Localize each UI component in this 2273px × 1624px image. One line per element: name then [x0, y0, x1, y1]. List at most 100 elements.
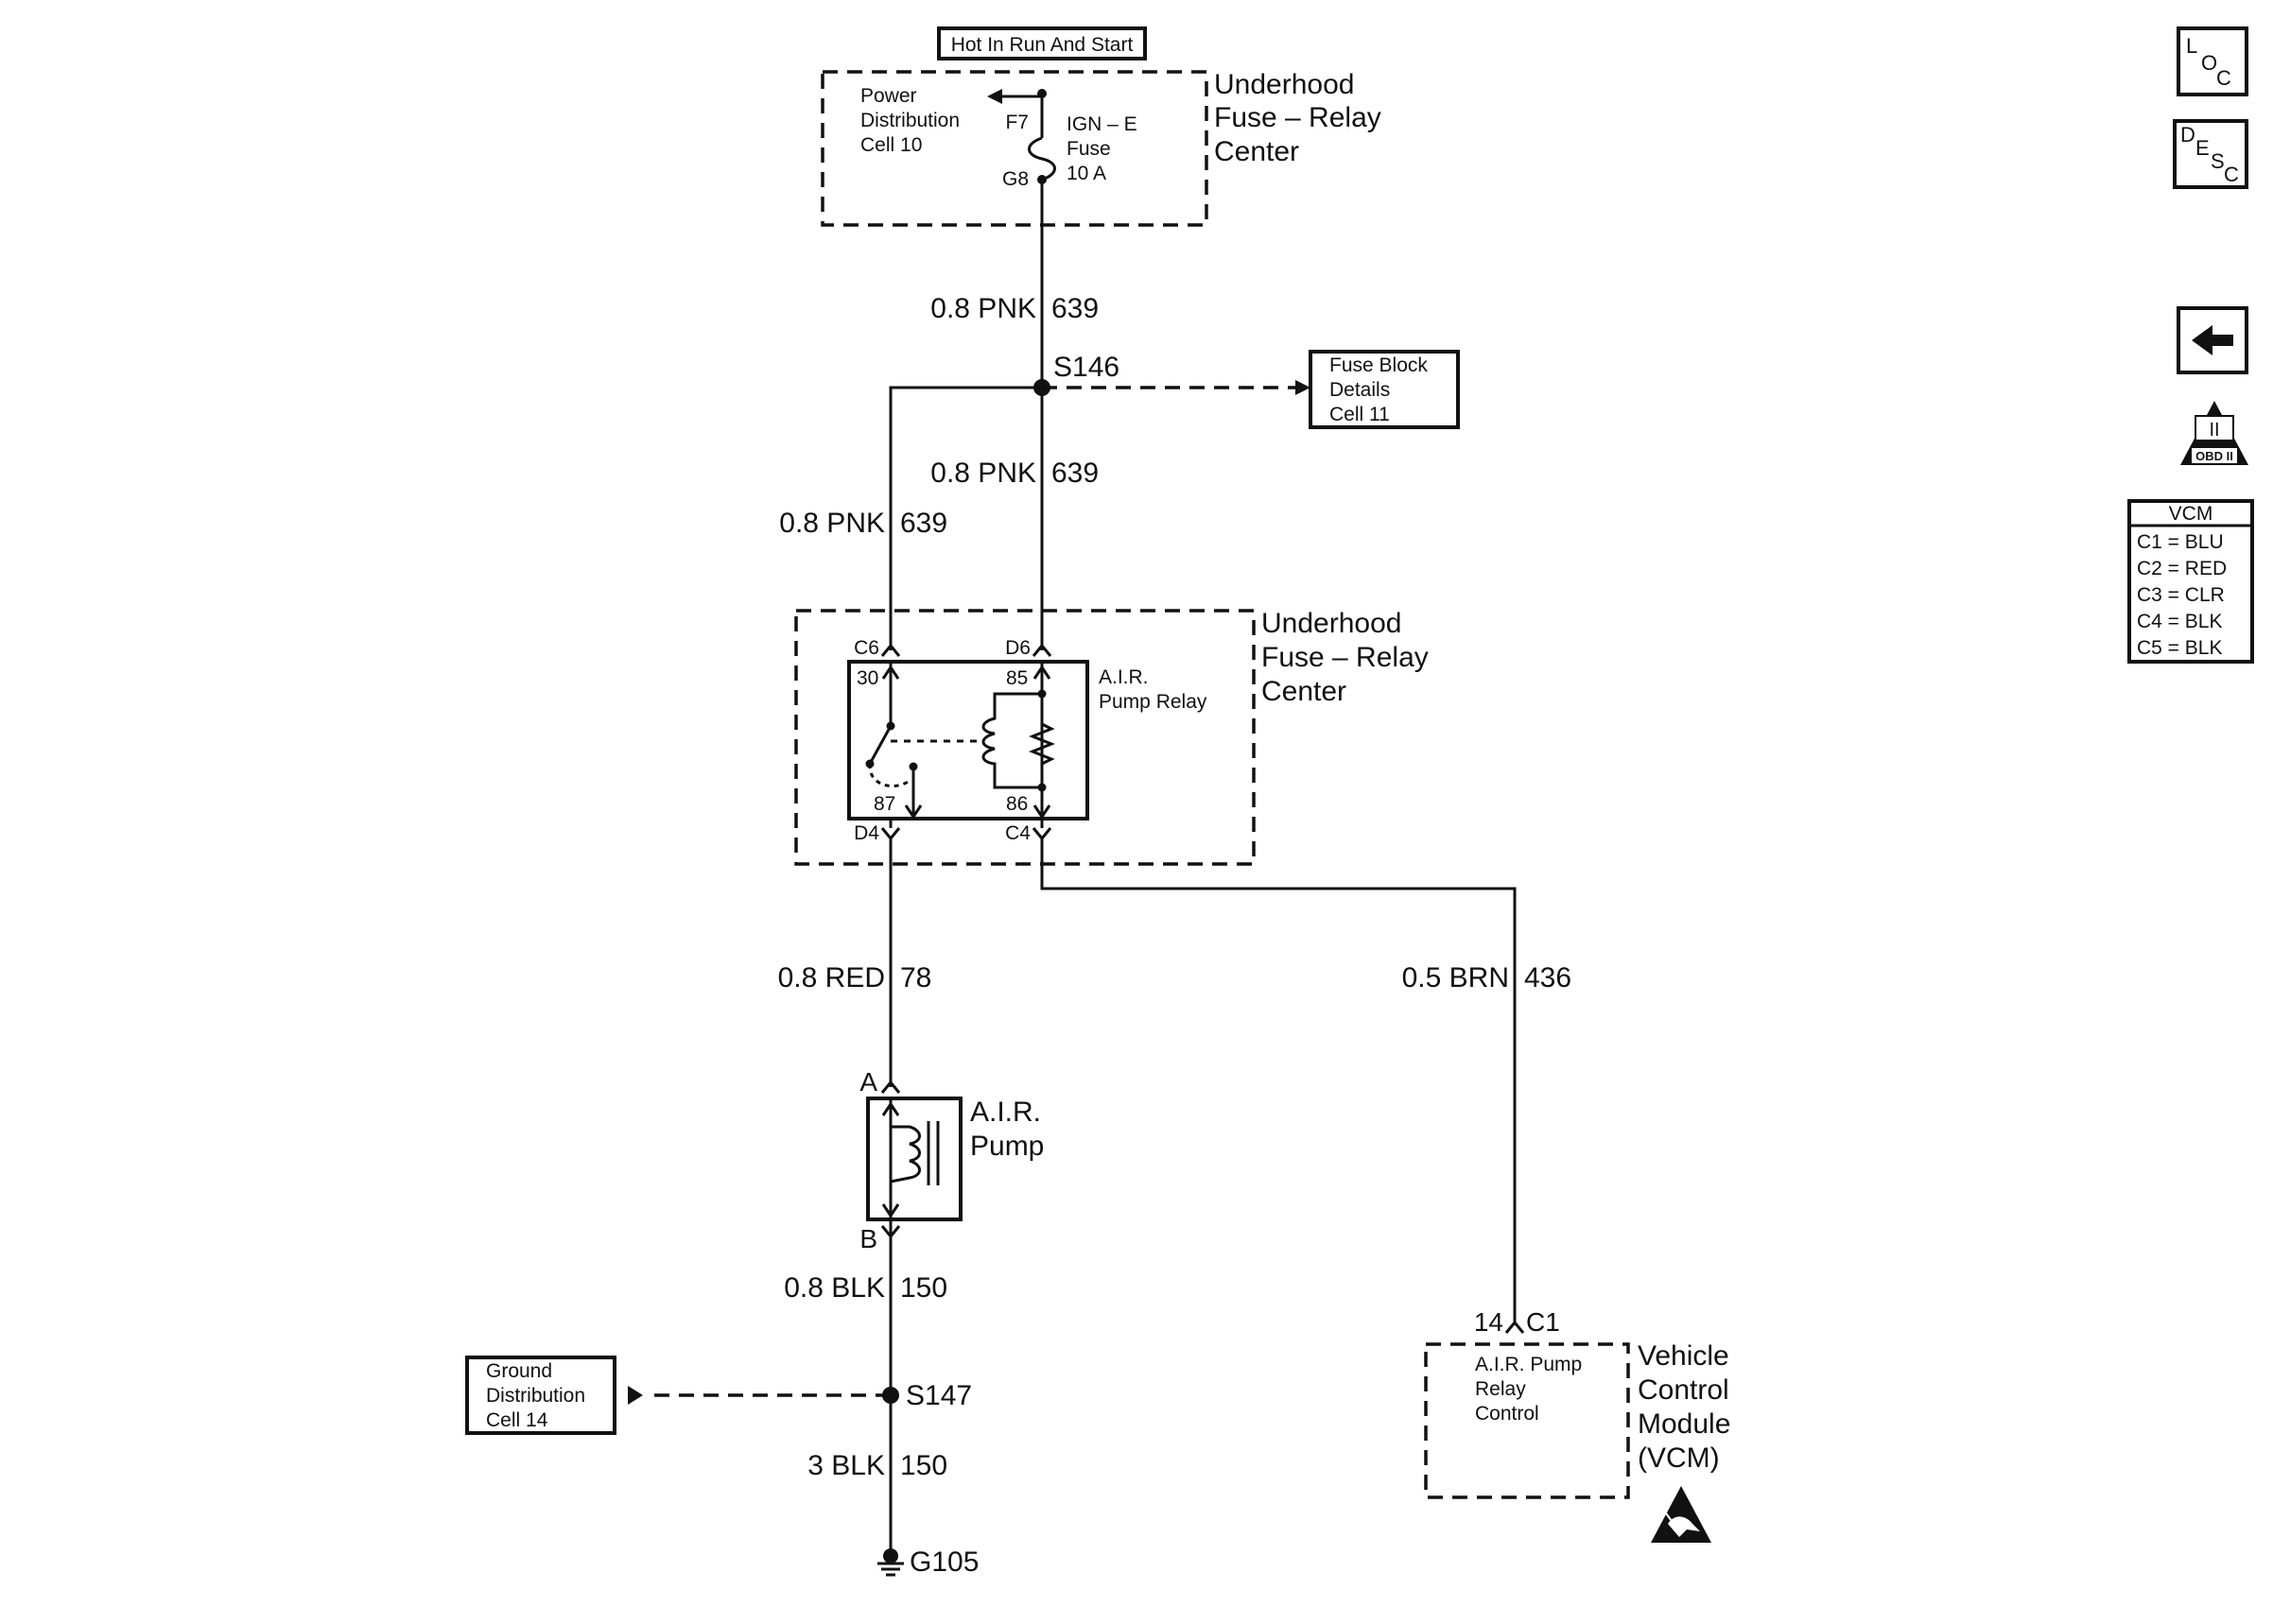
vcm-table-row: C1 = BLU — [2137, 531, 2224, 553]
wire-150-bottom-circuit: 150 — [900, 1450, 947, 1481]
wire-639-left-gauge: 0.8 PNK — [779, 508, 885, 539]
connector-c6-label: C6 — [854, 637, 879, 659]
vcm-connector-c1: C1 — [1526, 1307, 1560, 1337]
vcm-module: 14 C1 A.I.R. Pump Relay Control Vehicle … — [1424, 1307, 1739, 1543]
fuse-element — [1028, 136, 1056, 181]
top-module-boundary — [821, 70, 1208, 227]
svg-text:E: E — [2195, 136, 2210, 160]
hot-in-run-start-label: Hot In Run And Start — [951, 34, 1134, 56]
vcm-c1-chevron — [1504, 1320, 1525, 1334]
pump-pin-a-chevron — [880, 1080, 901, 1094]
air-pump-relay-box — [847, 660, 1089, 821]
relay-fuse-relay-center: Underhood Fuse – Relay Center C6 D6 A.I.… — [794, 608, 1436, 866]
top-fuse-relay-center: Underhood Fuse – Relay Center Power Dist… — [821, 69, 1389, 227]
pin-86: 86 — [1006, 793, 1028, 815]
description-button[interactable]: D E S C — [2173, 119, 2248, 189]
obd-ii-button[interactable]: II OBD II — [2180, 401, 2248, 465]
vcm-table-row: C5 = BLK — [2137, 637, 2222, 659]
location-button[interactable]: L O C — [2177, 26, 2248, 96]
relay-switch-travel — [868, 763, 911, 788]
pin-85: 85 — [1006, 667, 1028, 689]
relay-module-boundary — [794, 609, 1256, 866]
vcm-boundary — [1424, 1342, 1630, 1499]
relay-pin86-arrow — [1032, 804, 1051, 820]
ign-e-fuse-label: IGN – E Fuse 10 A — [1067, 113, 1143, 184]
pin-f7: F7 — [1005, 112, 1029, 133]
wire-436-gauge: 0.5 BRN — [1402, 962, 1509, 993]
vcm-table-title: VCM — [2169, 503, 2213, 525]
relay-pin30-arrow — [881, 665, 900, 680]
fuse-node-bottom — [1037, 175, 1047, 184]
wire-639-mid-circuit: 639 — [1051, 458, 1099, 489]
wire-150-top-gauge: 0.8 BLK — [784, 1272, 885, 1304]
back-button[interactable] — [2177, 306, 2248, 374]
power-distribution-ref[interactable]: Power Distribution Cell 10 — [860, 85, 965, 156]
wire-436 — [1040, 838, 1517, 1325]
svg-text:S: S — [2211, 149, 2225, 173]
pump-pin-a: A — [859, 1067, 877, 1097]
wire-639-left-circuit: 639 — [900, 508, 947, 539]
pin-87: 87 — [874, 793, 895, 815]
air-pump: A A.I.R. Pump B — [859, 1067, 1049, 1253]
wire-436-circuit: 436 — [1524, 962, 1571, 993]
fuse-node-top — [1037, 89, 1047, 98]
wire-639-top-gauge: 0.8 PNK — [930, 293, 1036, 324]
splice-s147-label: S147 — [906, 1380, 972, 1411]
connector-c4-chevron — [1032, 827, 1052, 841]
esd-warning-icon — [1651, 1486, 1711, 1543]
connector-c4-label: C4 — [1005, 822, 1031, 844]
relay-resistor — [1028, 722, 1056, 766]
obd-label: OBD II — [2195, 449, 2233, 463]
wire-150-bottom-gauge: 3 BLK — [807, 1450, 885, 1481]
connector-d4-label: D4 — [854, 822, 879, 844]
relay-pin87-arrow — [904, 804, 923, 820]
connector-d4-chevron — [880, 827, 901, 841]
hot-in-run-start-box: Hot In Run And Start — [937, 26, 1147, 60]
wire-639-mid-gauge: 0.8 PNK — [930, 458, 1036, 489]
obd-numeral: II — [2209, 420, 2219, 441]
connector-d6-chevron — [1032, 643, 1052, 657]
vcm-name: Vehicle Control Module (VCM) — [1638, 1340, 1739, 1474]
vcm-pin-14: 14 — [1474, 1307, 1503, 1337]
relay-switch-blade — [868, 725, 893, 765]
top-module-name: Underhood Fuse – Relay Center — [1214, 69, 1389, 167]
wire-150-top-circuit: 150 — [900, 1272, 947, 1304]
vcm-function-label: A.I.R. Pump Relay Control — [1475, 1354, 1588, 1425]
wire-78-gauge: 0.8 RED — [778, 962, 885, 993]
svg-text:C: C — [2224, 163, 2239, 186]
vcm-table-row: C4 = BLK — [2137, 611, 2222, 632]
air-pump-relay-label: A.I.R. Pump Relay — [1099, 666, 1207, 713]
vcm-connector-table: VCM C1 = BLU C2 = RED C3 = CLR C4 = BLK … — [2127, 499, 2254, 664]
wire-639-top-circuit: 639 — [1051, 293, 1099, 324]
wire-78-circuit: 78 — [900, 962, 931, 993]
connector-c6-chevron — [880, 643, 901, 657]
pin-30: 30 — [857, 667, 878, 689]
pump-pin-b: B — [859, 1224, 877, 1253]
pin-g8: G8 — [1002, 168, 1029, 190]
ground-distribution-ref[interactable]: Ground Distribution Cell 14 — [465, 1356, 616, 1435]
splice-s146-label: S146 — [1053, 352, 1119, 383]
ground-symbol-icon — [877, 1548, 904, 1577]
pump-name: A.I.R. Pump — [970, 1097, 1049, 1162]
fuse-block-details-ref[interactable]: Fuse Block Details Cell 11 — [1309, 350, 1460, 429]
connector-d6-label: D6 — [1005, 637, 1031, 659]
vcm-table-row: C2 = RED — [2137, 558, 2227, 579]
left-arrow-icon — [2192, 325, 2233, 355]
relay-module-name: Underhood Fuse – Relay Center — [1261, 608, 1436, 707]
wire-639-left-branch — [889, 386, 1042, 650]
power-distribution-arrowhead — [987, 89, 1002, 104]
pump-winding — [890, 1125, 921, 1183]
svg-text:Ground Distribution: Ground Distribution Cell 14 — [486, 1360, 591, 1431]
fuse-block-arrowhead — [1295, 380, 1310, 395]
vcm-table-row: C3 = CLR — [2137, 584, 2225, 606]
ground-g105-label: G105 — [910, 1546, 979, 1578]
ground-dist-arrowhead — [628, 1386, 643, 1405]
relay-pin85-arrow — [1032, 665, 1051, 680]
pump-arrow-bottom — [881, 1203, 900, 1218]
svg-text:O: O — [2201, 51, 2217, 75]
svg-text:D: D — [2180, 123, 2195, 147]
svg-text:Fuse Block Details: Fuse Block Details Cell 11 — [1329, 354, 1433, 425]
relay-coil — [981, 692, 1042, 789]
svg-text:L: L — [2186, 34, 2197, 58]
